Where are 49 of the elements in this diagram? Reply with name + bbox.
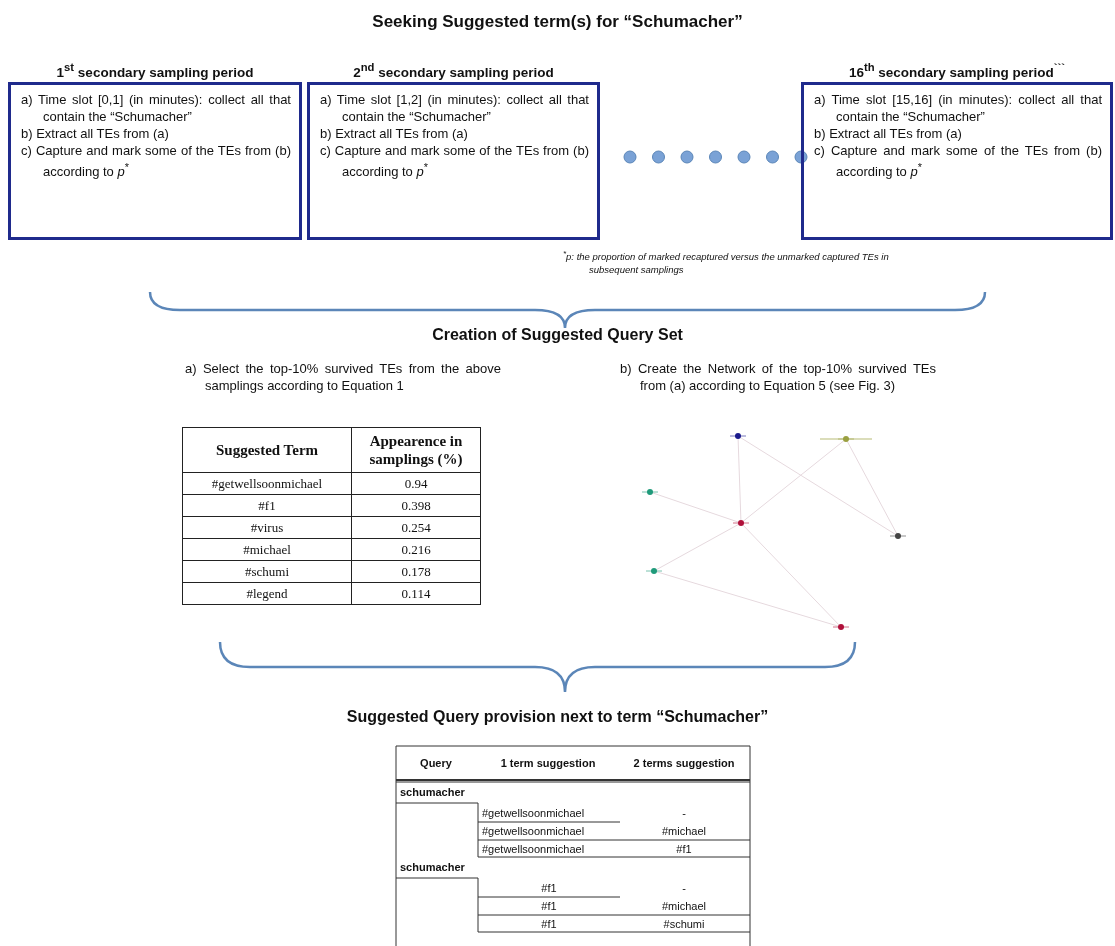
step-text: c) Capture and mark some of the TEs from (b) according to p$^{*}$ <box>814 142 1102 181</box>
step-text: a) Time slot [1,2] (in minutes): collect all that contain the “Schumacher” <box>320 91 589 125</box>
row-label: schumacher <box>400 785 465 800</box>
step-text: b) Extract all TEs from (a) <box>320 125 469 142</box>
table-cell: #getwellsoonmichael <box>482 806 585 821</box>
table-cell-text: #michael <box>661 899 707 914</box>
column-header: Query <box>419 756 453 771</box>
column-header: 1 term suggestion <box>499 756 597 771</box>
table-cell: 0.94 <box>351 472 481 495</box>
table-cell-text: #f1 <box>540 881 558 896</box>
step-text: c) Capture and mark some of the TEs from (b) according to p$^{*}$ <box>320 142 589 181</box>
table-cell: 0.398 <box>351 494 481 517</box>
table-cell: 0.216 <box>351 538 481 561</box>
table-cell: #michael <box>182 538 352 561</box>
column-header: Suggested Term <box>182 427 352 473</box>
section-title: Creation of Suggested Query Set <box>431 326 684 344</box>
table-cell: 0.254 <box>351 516 481 539</box>
table-cell: #getwellsoonmichael <box>482 824 585 839</box>
table-cell: #getwellsoonmichael <box>182 472 352 495</box>
period-heading: 1$^{st}$ secondary sampling period <box>55 60 255 78</box>
row-label: schumacher <box>400 860 465 875</box>
table-cell: #legend <box>182 582 352 605</box>
step-text: b) Extract all TEs from (a) <box>814 125 963 142</box>
step-text: a) Select the top-10% survived TEs from the above samplings according to Equation 1 <box>185 360 501 394</box>
step-text: b) Extract all TEs from (a) <box>21 125 170 142</box>
table-cell: #virus <box>182 516 352 539</box>
diagram-title: Seeking Suggested term(s) for “Schumacher” <box>371 12 744 32</box>
step-text: a) Time slot [0,1] (in minutes): collect all that contain the “Schumacher” <box>21 91 291 125</box>
period-heading: 2$^{nd}$ secondary sampling period <box>352 60 555 78</box>
table-cell-text: #f1 <box>540 917 558 932</box>
table-cell-text: #schumi <box>662 917 706 932</box>
table-cell-text: #f1 <box>675 842 693 857</box>
step-text: a) Time slot [15,16] (in minutes): collect all that contain the “Schumacher” <box>814 91 1102 125</box>
table-cell-text: #michael <box>661 824 707 839</box>
table-cell: 0.114 <box>351 582 481 605</box>
column-header: Appearence in samplings (%) <box>351 427 481 473</box>
footnote: $^{*}$p: the proportion of marked recaptured versus the unmarked captured TEs in subsequent samplings <box>563 248 890 277</box>
step-text: c) Capture and mark some of the TEs from (b) according to p$^{*}$ <box>21 142 291 181</box>
table-cell-text: - <box>681 881 687 896</box>
period-heading: 16$^{th}$ secondary sampling period$^{```}$ <box>847 60 1067 78</box>
section-title: Suggested Query provision next to term “Schumacher” <box>345 708 770 726</box>
table-cell-text: - <box>681 806 687 821</box>
table-cell: #f1 <box>182 494 352 517</box>
column-header: 2 terms suggestion <box>632 756 736 771</box>
table-cell-text: #f1 <box>540 899 558 914</box>
table-cell: 0.178 <box>351 560 481 583</box>
table-cell: #schumi <box>182 560 352 583</box>
table-cell: #getwellsoonmichael <box>482 842 585 857</box>
step-text: b) Create the Network of the top-10% survived TEs from (a) according to Equation 5 (see Fig. 3) <box>620 360 936 394</box>
